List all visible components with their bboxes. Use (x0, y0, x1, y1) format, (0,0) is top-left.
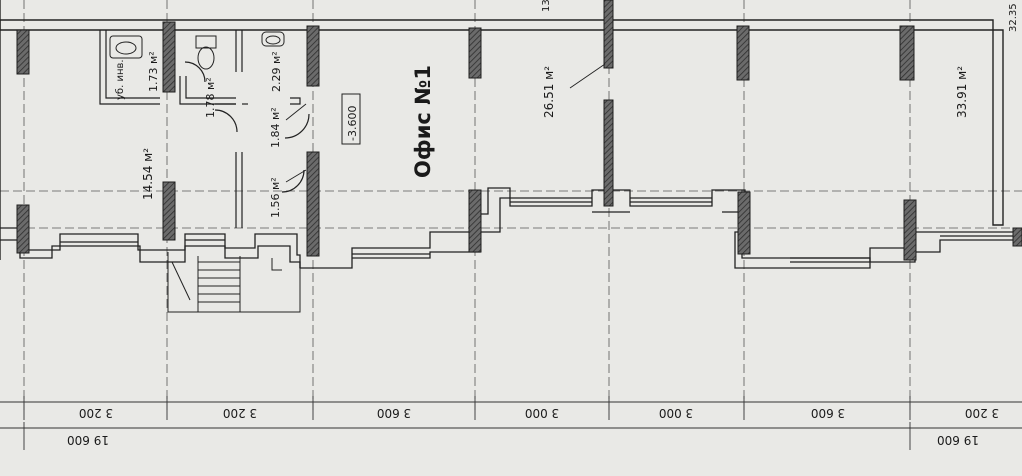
dimension-lines (0, 396, 1022, 450)
level-mark: -3.600 (346, 106, 359, 141)
sink-icon (109, 35, 143, 59)
room-title: Офис №1 (411, 65, 435, 178)
area-label-14-54: 14.54 м² (141, 148, 155, 200)
dim-total-left: 19 600 (67, 433, 109, 447)
fixtures (109, 31, 285, 70)
staircase (167, 252, 301, 313)
level-mark-box (341, 93, 361, 145)
area-label-1-73: 1.73 м² (147, 51, 160, 92)
dim-segment-6: 3 600 (811, 406, 845, 420)
area-label-1-84: 1.84 м² (269, 107, 282, 148)
dim-total-right: 19 600 (937, 433, 979, 447)
area-label-1-56: 1.56 м² (269, 177, 282, 218)
columns (16, 0, 1022, 261)
area-label-33-91: 33.91 м² (955, 66, 969, 118)
area-label-1-78: 1.78 м² (204, 77, 217, 118)
toilet-icon (195, 35, 217, 49)
dim-segment-1: 3 200 (79, 406, 113, 420)
dim-segment-3: 3 600 (377, 406, 411, 420)
wc-label: уб. инв. (115, 59, 126, 100)
area-label-26-51: 26.51 м² (542, 66, 556, 118)
leader-lines (285, 63, 606, 183)
outer-walls (0, 0, 1004, 260)
sink-icon-2 (261, 31, 285, 47)
top-dim-center: 13 (541, 0, 552, 12)
dim-segment-4: 3 000 (525, 406, 559, 420)
dim-segment-5: 3 000 (659, 406, 693, 420)
partitions (99, 30, 310, 228)
area-label-2-29: 2.29 м² (270, 51, 283, 92)
dim-segment-7: 3 200 (965, 406, 999, 420)
top-dim-right: 32.35 (1008, 3, 1019, 32)
dim-segment-2: 3 200 (223, 406, 257, 420)
